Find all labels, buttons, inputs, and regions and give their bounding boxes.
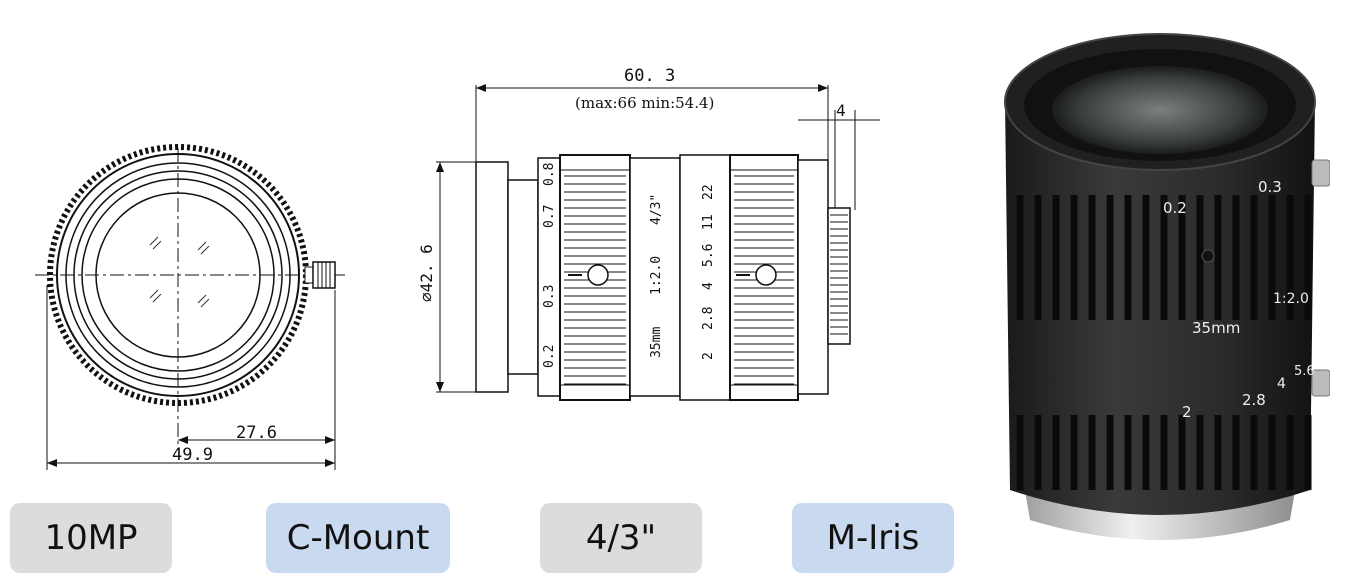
front-glass-element [1052,66,1268,154]
dim-length-label: 60. 3 [624,66,675,86]
spec-tag-mount: C-Mount [266,503,450,573]
spec-tag-resolution: 10MP [10,503,172,573]
lock-screw-head [312,261,336,289]
spec-tag-iris: M-Iris [792,503,954,573]
aperture-scale-mark: 11 [701,214,716,230]
aperture-scale-mark: 5.6 [701,244,716,267]
aperture-scale-mark: 4 [701,282,716,290]
mid-barrel-section [629,157,681,397]
dim-flange-label: 4 [836,101,846,120]
c-mount-thread [827,207,851,345]
glass-hatch-marks [149,236,210,308]
lens-product-photo: 0.2 0.3 35mm 1:2.0 2 2.8 4 5.6 [990,20,1330,580]
aperture-lock-screw [755,264,777,286]
barrel-aperture-ratio: 1:2.0 [649,256,664,295]
photo-aperture-label: 4 [1277,376,1286,392]
focus-knurl-ring [559,154,631,401]
front-step-section [507,179,539,375]
index-dot [1201,249,1215,263]
dim-radius-label: 27.6 [236,423,277,443]
aperture-scale-section [679,154,731,401]
photo-aperture-label: 2 [1182,403,1192,421]
dim-width-label: 49.9 [172,445,213,465]
aperture-lock-knob [1311,369,1330,397]
focus-scale-mark: 0.8 [542,163,557,186]
spec-tag-sensor-format: 4/3" [540,503,702,573]
aperture-scale-mark: 2.8 [701,307,716,330]
dim-length-range-label: (max:66 min:54.4) [575,94,714,112]
photo-model-label: 35mm [1192,319,1240,337]
photo-aperture-ratio: 1:2.0 [1273,291,1309,307]
barrel-focal-length: 35mm [649,327,664,358]
photo-focus-label: 0.2 [1163,199,1187,217]
barrel-sensor-format: 4/3" [649,194,664,225]
focus-scale-mark: 0.2 [542,345,557,368]
focus-scale-mark: 0.3 [542,285,557,308]
photo-focus-label: 0.3 [1258,178,1282,196]
dim-diameter-label: ⌀42. 6 [417,244,436,302]
focus-lock-screw [587,264,609,286]
aperture-scale-mark: 2 [701,352,716,360]
rear-barrel-section [797,159,829,395]
lens-front-view-drawing: 27.6 49.9 [0,0,380,480]
front-cap-section [475,161,509,393]
photo-aperture-label: 5.6 [1294,364,1315,379]
focus-lock-knob [1311,159,1330,187]
photo-aperture-label: 2.8 [1242,391,1266,409]
focus-scale-mark: 0.7 [542,205,557,228]
lens-side-view-drawing: 60. 3 (max:66 min:54.4) 4 ⌀42. 6 [400,40,920,460]
aperture-scale-mark: 22 [701,184,716,200]
